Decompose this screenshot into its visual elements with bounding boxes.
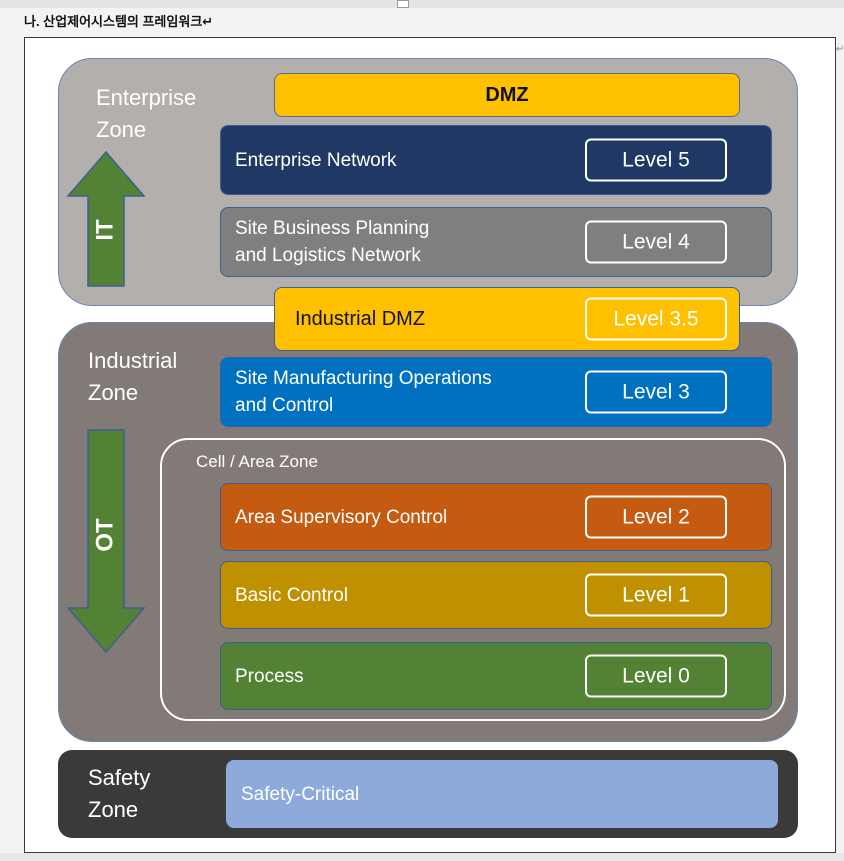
section-heading: 나. 산업제어시스템의 프레임워크↵ [24,14,214,29]
ot-arrow-label: OT [91,518,119,552]
business-planning-label: Site Business Planning and Logistics Net… [235,218,430,266]
level-1-badge: Level 1 [585,573,727,617]
business-planning-bar: Site Business Planning and Logistics Net… [220,207,772,277]
industrial-dmz-bar: Industrial DMZ Level 3.5 [274,287,740,351]
dmz-bar: DMZ [274,73,740,117]
basic-control-bar: Basic Control Level 1 [220,561,772,629]
manufacturing-operations-bar: Site Manufacturing Operations and Contro… [220,357,772,427]
it-arrow-label: IT [91,219,119,241]
enterprise-network-bar: Enterprise Network Level 5 [220,125,772,195]
level-5-badge: Level 5 [585,138,727,182]
it-up-arrow-icon [66,150,146,287]
cell-area-zone-label: Cell / Area Zone [196,452,318,471]
document-top-ruler [0,0,844,8]
resize-handle[interactable] [397,0,409,8]
process-label: Process [235,665,304,687]
manufacturing-operations-label: Site Manufacturing Operations and Contro… [235,368,492,416]
ot-arrow-label-wrap: OT [76,518,136,552]
cell-area-zone [160,438,786,721]
document-bottom-bar [0,853,844,861]
level-4-badge: Level 4 [585,220,727,264]
process-bar: Process Level 0 [220,642,772,710]
safety-zone-label: Safety Zone [88,765,151,822]
basic-control-label: Basic Control [235,584,348,606]
level-3-5-badge: Level 3.5 [585,297,727,341]
area-supervisory-label: Area Supervisory Control [235,506,448,528]
safety-critical-bar: Safety-Critical [226,760,778,828]
industrial-zone-label: Industrial Zone [88,348,178,405]
ot-down-arrow-icon [66,429,146,654]
enterprise-zone-label: Enterprise Zone [96,85,197,142]
paragraph-mark: ↵ [836,44,844,55]
level-0-badge: Level 0 [585,654,727,698]
level-3-badge: Level 3 [585,370,727,414]
level-2-badge: Level 2 [585,495,727,539]
enterprise-network-label: Enterprise Network [235,149,397,171]
industrial-dmz-label: Industrial DMZ [295,307,426,330]
safety-critical-label: Safety-Critical [241,783,360,805]
area-supervisory-bar: Area Supervisory Control Level 2 [220,483,772,551]
it-arrow-label-wrap: IT [76,215,136,245]
